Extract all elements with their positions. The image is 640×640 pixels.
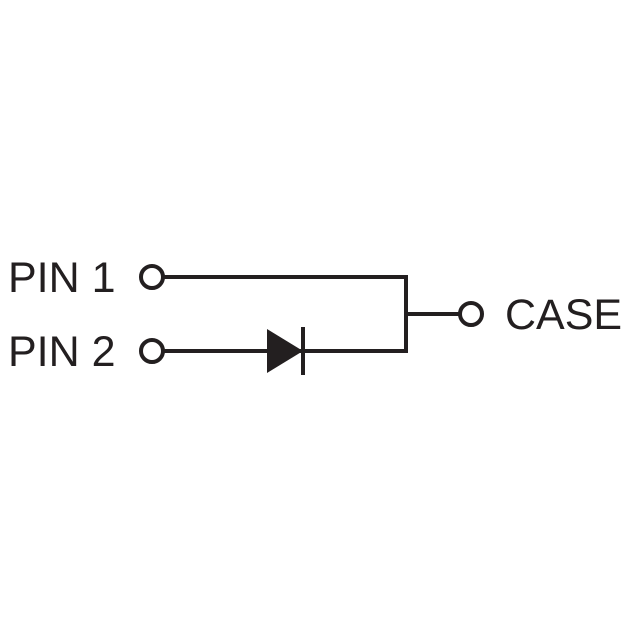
case-terminal-icon [458,301,484,327]
pin1-label: PIN 1 [8,254,116,302]
pin1-terminal-icon [139,264,165,290]
pin2-terminal-icon [139,338,165,364]
case-label: CASE [505,291,622,339]
pin2-label: PIN 2 [8,328,116,376]
diode-icon [267,327,305,375]
diode-anode-triangle [267,329,303,373]
